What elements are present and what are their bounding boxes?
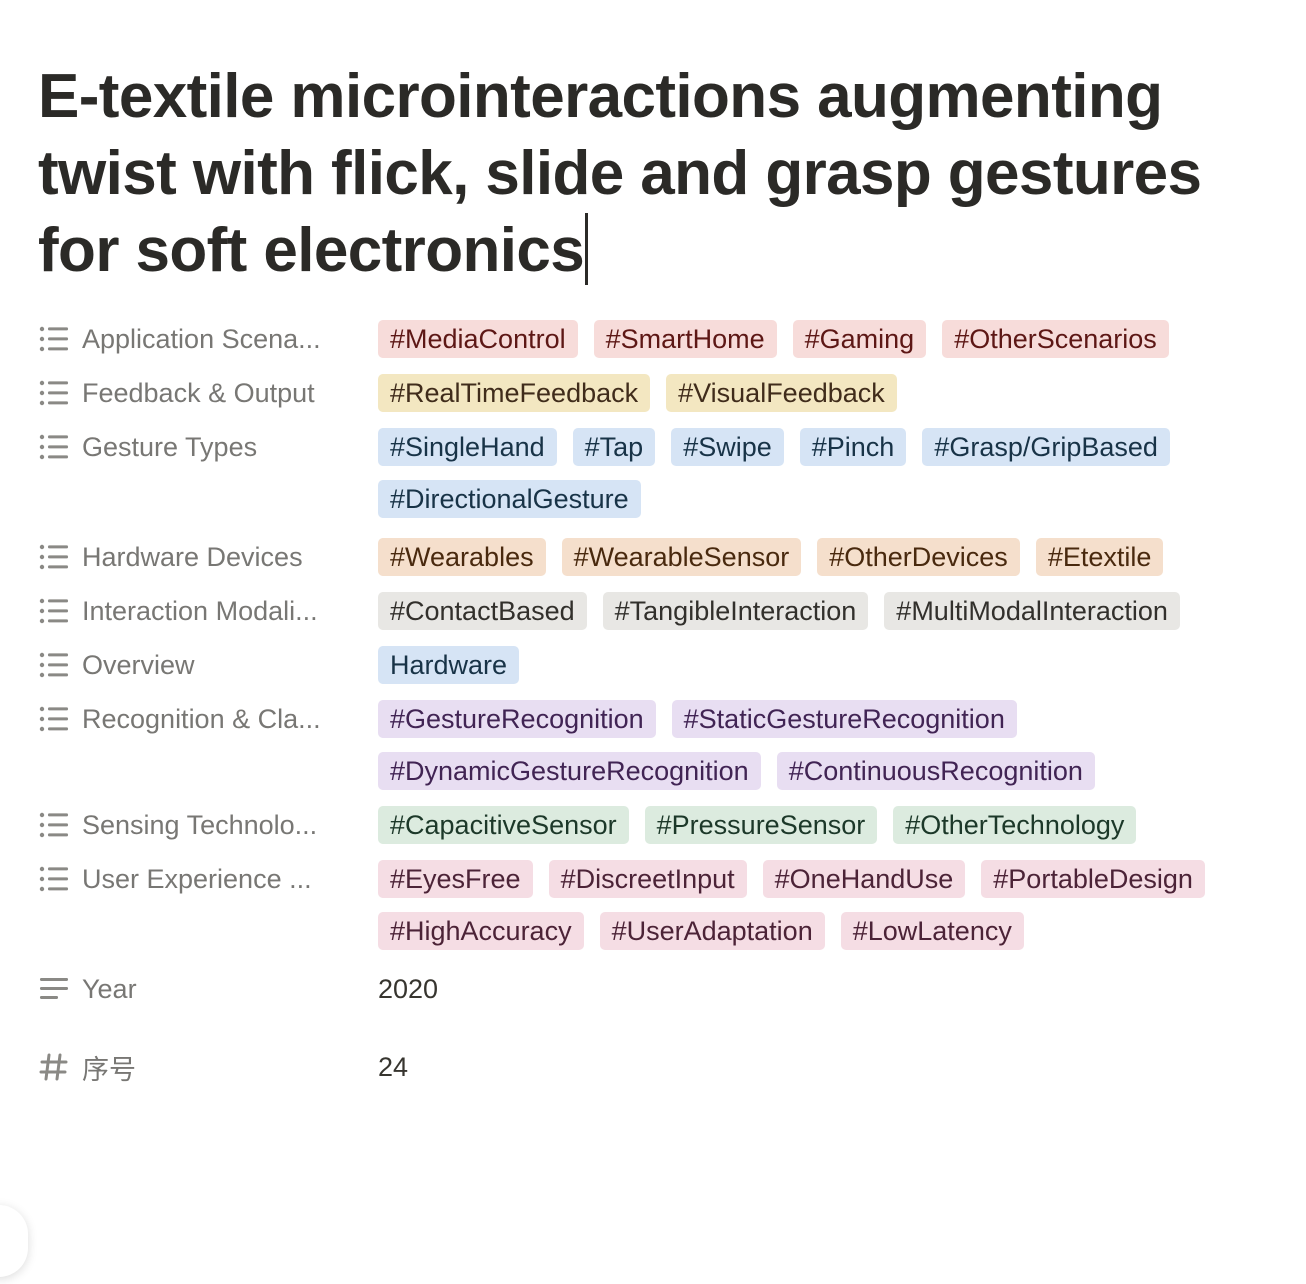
property-label-text: User Experience ... bbox=[82, 863, 312, 894]
page-content: E-textile microinteractions augmenting t… bbox=[38, 0, 1288, 1124]
property-label-text: Sensing Technolo... bbox=[82, 809, 318, 840]
tag-chip[interactable]: #UserAdaptation bbox=[599, 912, 825, 950]
tag-chip[interactable]: #DiscreetInput bbox=[548, 860, 747, 898]
property-row: Feedback & Output #RealTimeFeedback #Visua… bbox=[38, 372, 1288, 426]
tag-chip[interactable]: #SingleHand bbox=[378, 428, 557, 466]
property-row: Interaction Modali... #ContactBased #Tangi… bbox=[38, 590, 1288, 644]
tag-chip[interactable]: #Gaming bbox=[792, 320, 927, 358]
tag-chip[interactable]: #Tap bbox=[572, 428, 656, 466]
property-label[interactable]: Interaction Modali... bbox=[38, 592, 378, 630]
list-icon bbox=[38, 380, 70, 406]
tag-chip[interactable]: #CapacitiveSensor bbox=[378, 806, 629, 844]
property-label-text: Overview bbox=[82, 649, 195, 680]
list-icon bbox=[38, 598, 70, 624]
tag-chip[interactable]: #VisualFeedback bbox=[666, 374, 897, 412]
property-row: Year 2020 bbox=[38, 968, 1288, 1046]
tag-chip[interactable]: #DirectionalGesture bbox=[378, 480, 641, 518]
tag-list[interactable]: #ContactBased #TangibleInteraction #MultiM… bbox=[378, 590, 1288, 630]
property-row: Gesture Types #SingleHand #Tap #Swipe #Pinch… bbox=[38, 426, 1288, 536]
list-icon bbox=[38, 866, 70, 892]
tag-chip[interactable]: #Pinch bbox=[799, 428, 907, 466]
property-row: User Experience ... #EyesFree #DiscreetInp… bbox=[38, 858, 1288, 968]
tag-chip[interactable]: #Grasp/GripBased bbox=[922, 428, 1170, 466]
list-icon bbox=[38, 544, 70, 570]
property-label[interactable]: Year bbox=[38, 970, 378, 1008]
property-label[interactable]: User Experience ... bbox=[38, 860, 378, 898]
tag-chip[interactable]: #OtherDevices bbox=[817, 538, 1020, 576]
list-icon bbox=[38, 812, 70, 838]
property-label-text: 序号 bbox=[82, 1054, 136, 1085]
property-row: Hardware Devices #Wearables #WearableSenso… bbox=[38, 536, 1288, 590]
tag-list[interactable]: #MediaControl #SmartHome #Gaming #OtherScen… bbox=[378, 318, 1288, 358]
tag-list[interactable]: #RealTimeFeedback #VisualFeedback bbox=[378, 372, 1288, 412]
property-label[interactable]: Gesture Types bbox=[38, 428, 378, 466]
property-row: Application Scena... #MediaControl #SmartH… bbox=[38, 318, 1288, 372]
list-icon bbox=[38, 434, 70, 460]
text-caret bbox=[585, 213, 589, 285]
tag-chip[interactable]: #ContactBased bbox=[378, 592, 587, 630]
help-widget-button[interactable] bbox=[0, 1205, 28, 1277]
list-icon bbox=[38, 326, 70, 352]
tag-chip[interactable]: #GestureRecognition bbox=[378, 700, 656, 738]
tag-chip[interactable]: #OtherScenarios bbox=[942, 320, 1169, 358]
property-value[interactable]: 24 bbox=[378, 1052, 409, 1082]
property-value[interactable]: 2020 bbox=[378, 974, 439, 1004]
tag-chip[interactable]: #StaticGestureRecognition bbox=[671, 700, 1017, 738]
property-label[interactable]: Hardware Devices bbox=[38, 538, 378, 576]
property-label-text: Application Scena... bbox=[82, 323, 321, 354]
number-icon bbox=[38, 1053, 70, 1081]
property-label-text: Hardware Devices bbox=[82, 541, 303, 572]
list-icon bbox=[38, 652, 70, 678]
property-label[interactable]: Feedback & Output bbox=[38, 374, 378, 412]
tag-chip[interactable]: #HighAccuracy bbox=[378, 912, 584, 950]
tag-chip[interactable]: #OneHandUse bbox=[762, 860, 966, 898]
tag-chip[interactable]: #TangibleInteraction bbox=[602, 592, 869, 630]
tag-chip[interactable]: #DynamicGestureRecognition bbox=[378, 752, 761, 790]
page-title-text: E-textile microinteractions augmenting t… bbox=[38, 62, 1202, 285]
tag-chip[interactable]: #PortableDesign bbox=[981, 860, 1205, 898]
property-label[interactable]: 序号 bbox=[38, 1048, 378, 1086]
tag-chip[interactable]: #Etextile bbox=[1035, 538, 1164, 576]
property-label-text: Interaction Modali... bbox=[82, 595, 318, 626]
property-label-text: Feedback & Output bbox=[82, 377, 315, 408]
property-label-text: Year bbox=[82, 973, 137, 1004]
property-list: Application Scena... #MediaControl #SmartH… bbox=[38, 318, 1288, 1124]
text-icon bbox=[38, 976, 70, 1002]
property-label[interactable]: Sensing Technolo... bbox=[38, 806, 378, 844]
tag-chip[interactable]: #OtherTechnology bbox=[893, 806, 1137, 844]
property-row: Recognition & Cla...#GestureRecognition#… bbox=[38, 698, 1288, 804]
property-label-text: Gesture Types bbox=[82, 431, 258, 462]
tag-chip[interactable]: #SmartHome bbox=[593, 320, 777, 358]
tag-list[interactable]: #CapacitiveSensor #PressureSensor #OtherTe… bbox=[378, 804, 1288, 844]
tag-chip[interactable]: #PressureSensor bbox=[644, 806, 878, 844]
tag-list[interactable]: Hardware bbox=[378, 644, 1288, 684]
tag-chip[interactable]: Hardware bbox=[378, 646, 520, 684]
tag-chip[interactable]: #LowLatency bbox=[840, 912, 1024, 950]
property-row: Sensing Technolo... #CapacitiveSensor #Pre… bbox=[38, 804, 1288, 858]
page-title[interactable]: E-textile microinteractions augmenting t… bbox=[38, 0, 1268, 289]
tag-chip[interactable]: #RealTimeFeedback bbox=[378, 374, 651, 412]
property-label-text: Recognition & Cla... bbox=[82, 703, 321, 734]
tag-list[interactable]: #EyesFree #DiscreetInput #OneHandUse #Porta… bbox=[378, 858, 1288, 950]
tag-chip[interactable]: #MediaControl bbox=[378, 320, 578, 358]
property-label[interactable]: Recognition & Cla... bbox=[38, 700, 378, 738]
tag-chip[interactable]: #Swipe bbox=[671, 428, 784, 466]
list-icon bbox=[38, 706, 70, 732]
property-row: 序号 24 bbox=[38, 1046, 1288, 1124]
tag-chip[interactable]: #EyesFree bbox=[378, 860, 533, 898]
tag-chip[interactable]: #ContinuousRecognition bbox=[776, 752, 1095, 790]
tag-list[interactable]: #SingleHand #Tap #Swipe #Pinch #Grasp/GripBa… bbox=[378, 426, 1288, 518]
property-label[interactable]: Application Scena... bbox=[38, 320, 378, 358]
property-label[interactable]: Overview bbox=[38, 646, 378, 684]
tag-chip[interactable]: #Wearables bbox=[378, 538, 546, 576]
tag-list[interactable]: #Wearables #WearableSensor #OtherDevices #E… bbox=[378, 536, 1288, 576]
tag-chip[interactable]: #WearableSensor bbox=[561, 538, 802, 576]
tag-chip[interactable]: #MultiModalInteraction bbox=[884, 592, 1180, 630]
property-row: Overview Hardware bbox=[38, 644, 1288, 698]
tag-list[interactable]: #GestureRecognition #StaticGestureRecogni… bbox=[378, 698, 1288, 790]
